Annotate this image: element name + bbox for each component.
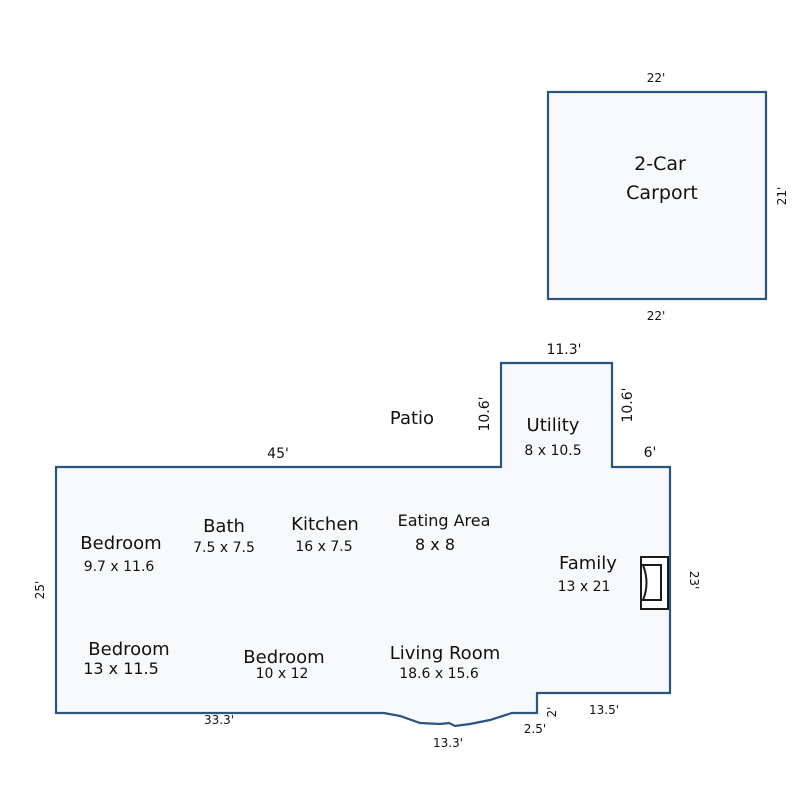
room-bedroom-nw-name: Bedroom: [80, 533, 161, 554]
dim-utility-top: 11.3': [546, 342, 581, 358]
carport-dim-bottom: 22': [647, 309, 666, 323]
room-family-size: 13 x 21: [558, 579, 611, 595]
room-eating-area-size: 8 x 8: [415, 535, 455, 554]
dim-bottom-step-a: 2.5': [524, 722, 546, 736]
room-living-room-size: 18.6 x 15.6: [399, 666, 479, 682]
dim-left: 25': [33, 581, 47, 600]
room-bedroom-s-name: Bedroom: [243, 647, 324, 668]
room-kitchen-size: 16 x 7.5: [295, 539, 352, 555]
room-kitchen-name: Kitchen: [291, 514, 359, 535]
carport-dim-right: 21': [775, 187, 789, 206]
room-bath-name: Bath: [203, 516, 245, 537]
room-bedroom-sw-name: Bedroom: [88, 639, 169, 660]
room-utility-name: Utility: [527, 415, 580, 436]
carport-dim-top: 22': [647, 71, 666, 85]
room-bedroom-s-size: 10 x 12: [256, 666, 309, 682]
room-bath-size: 7.5 x 7.5: [193, 540, 255, 556]
patio-label: Patio: [390, 408, 434, 429]
carport-label-line1: 2-Car: [634, 153, 686, 175]
dim-utility-right: 10.6': [620, 387, 636, 422]
room-family-name: Family: [559, 553, 617, 574]
dim-bay: 13.3': [433, 736, 463, 750]
dim-bottom-right: 13.5': [589, 703, 619, 717]
room-living-room-name: Living Room: [390, 643, 501, 664]
dim-bottom-left: 33.3': [204, 713, 234, 727]
dim-utility-left: 10.6': [477, 396, 493, 431]
room-utility-size: 8 x 10.5: [524, 443, 581, 459]
dim-right-step: 6': [644, 445, 657, 461]
house-outline: [54, 361, 672, 728]
dim-right: 23': [687, 571, 701, 590]
dim-bottom-step-b: 2': [545, 707, 559, 718]
fireplace-hearth: [641, 564, 662, 601]
room-bedroom-nw-size: 9.7 x 11.6: [84, 559, 155, 575]
carport-outline: [546, 90, 768, 301]
carport-label-line2: Carport: [626, 182, 698, 204]
dim-top-main: 45': [267, 446, 289, 462]
room-eating-area-name: Eating Area: [398, 511, 491, 530]
room-bedroom-sw-size: 13 x 11.5: [83, 659, 159, 678]
